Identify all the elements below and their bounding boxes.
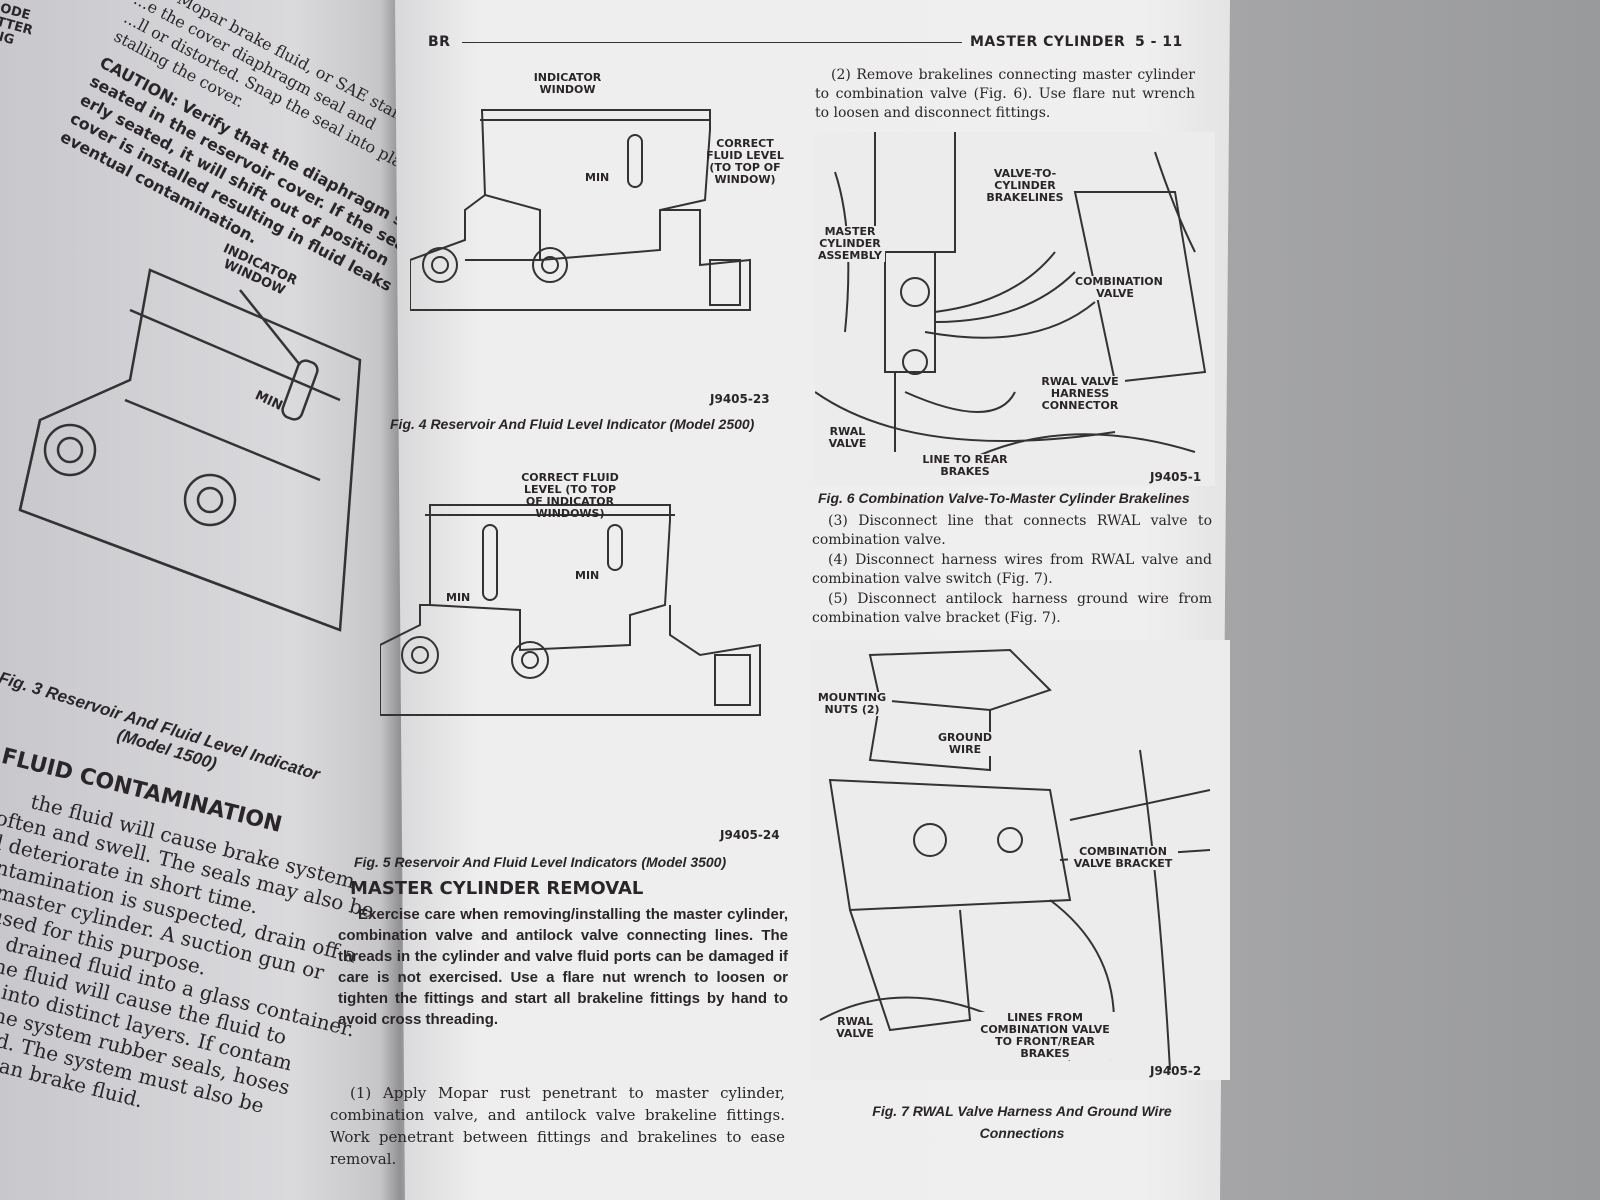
fig7-label-lines-from: LINES FROM COMBINATION VALVE TO FRONT/RE…: [975, 1012, 1115, 1060]
fig7-label-ground-wire: GROUND WIRE: [930, 732, 1000, 756]
fig7-caption: Fig. 7 RWAL Valve Harness And Ground Wir…: [812, 1100, 1232, 1144]
removal-caution-text: Exercise care when removing/installing t…: [338, 906, 788, 1028]
margin-fragments: ODE TTER NG: [0, 1, 38, 52]
fig4-reservoir-drawing: [410, 109, 751, 311]
removal-step-1: (1) Apply Mopar rust penetrant to master…: [330, 1084, 785, 1168]
fig6-label-master-cylinder: MASTER CYLINDER ASSEMBLY: [815, 226, 885, 262]
fig6-label-rwal-valve: RWAL VALVE: [825, 426, 870, 450]
fig6-label-rwal-harness: RWAL VALVE HARNESS CONNECTOR: [1035, 376, 1125, 412]
fig6-code: J9405-1: [1150, 470, 1202, 484]
fig7-label-rwal-valve: RWAL VALVE: [830, 1016, 880, 1040]
caption-line: Connections: [979, 1125, 1065, 1141]
fig6-label-line-to-rear: LINE TO REAR BRAKES: [920, 454, 1010, 478]
fig7-code: J9405-2: [1150, 1064, 1202, 1078]
fig4-code: J9405-23: [710, 392, 770, 406]
fig5-caption: Fig. 5 Reservoir And Fluid Level Indicat…: [354, 854, 727, 870]
left-page: ODE TTER NG ...se Mopar brake fluid, or …: [0, 0, 420, 1200]
header-rule: [462, 42, 962, 43]
step-3: (3) Disconnect line that connects RWAL v…: [812, 513, 1212, 548]
fig6-caption: Fig. 6 Combination Valve-To-Master Cylin…: [818, 490, 1190, 506]
header-page-number: 5 - 11: [1135, 34, 1183, 50]
fig4-caption: Fig. 4 Reservoir And Fluid Level Indicat…: [390, 416, 755, 432]
fig4-label-indicator-window: INDICATOR WINDOW: [533, 71, 602, 96]
fig5-label-min-left: MIN: [446, 591, 471, 604]
fig4-label-min: MIN: [585, 171, 610, 184]
fig6-label-valve-to-cylinder: VALVE-TO-CYLINDER BRAKELINES: [985, 167, 1065, 204]
fig5-reservoir-drawing: [380, 504, 761, 716]
step-2: (2) Remove brakelines connecting master …: [815, 67, 1195, 121]
fig5-label-min-right: MIN: [575, 569, 600, 582]
header-title: MASTER CYLINDER: [970, 34, 1126, 50]
fig5-code: J9405-24: [720, 828, 780, 842]
caption-line: Fig. 7 RWAL Valve Harness And Ground Wir…: [872, 1103, 1172, 1119]
fig7-label-combination-bracket: COMBINATION VALVE BRACKET: [1068, 846, 1178, 870]
step-5: (5) Disconnect antilock harness ground w…: [812, 591, 1212, 626]
desk-background: [1200, 0, 1600, 1200]
fig4-label-correct-fluid-level: CORRECT FLUID LEVEL (TO TOP OF WINDOW): [706, 137, 784, 186]
fig3-reservoir-drawing: [18, 268, 362, 632]
fig5-label-correct-fluid-level: CORRECT FLUID LEVEL (TO TOP OF INDICATOR…: [521, 471, 619, 520]
removal-heading: MASTER CYLINDER REMOVAL: [350, 878, 644, 899]
header-section-code: BR: [428, 34, 451, 50]
step-4: (4) Disconnect harness wires from RWAL v…: [812, 552, 1212, 587]
fig7-label-mounting-nuts: MOUNTING NUTS (2): [812, 692, 892, 716]
fig6-label-combination-valve: COMBINATION VALVE: [1075, 275, 1163, 300]
